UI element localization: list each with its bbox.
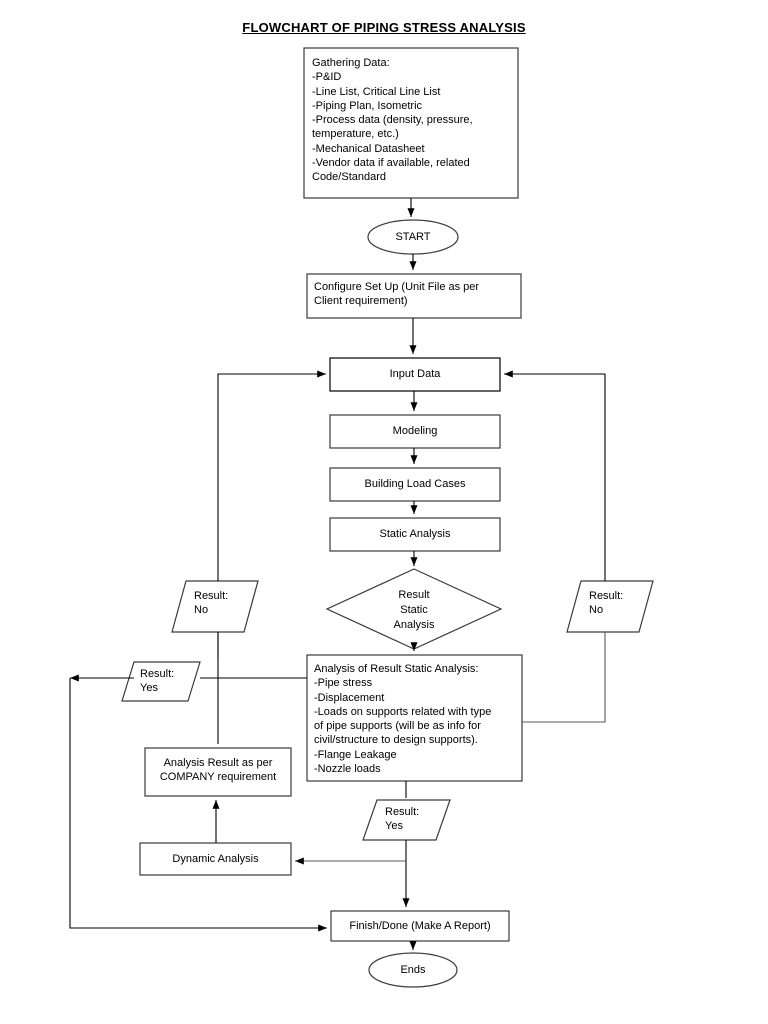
node-modeling	[329, 414, 501, 449]
node-gathering-data-label: Gathering Data: -P&ID -Line List, Critic…	[312, 57, 473, 184]
node-dynamic-analysis	[139, 842, 292, 876]
node-configure-setup-label: Configure Set Up (Unit File as per Clien…	[314, 281, 480, 308]
node-ends	[368, 952, 458, 988]
node-analysis-of-result	[306, 654, 523, 782]
node-result-no-left	[171, 580, 259, 633]
node-start-label: START	[395, 231, 431, 243]
node-decision-label-line3: Analysis	[393, 619, 435, 631]
edge-left-rail-down-to-finish	[69, 678, 327, 932]
node-input-data	[329, 357, 501, 392]
node-gathering-data	[303, 47, 519, 199]
node-result-no-left-label: Result: No	[194, 590, 229, 617]
edge-result-no-right-to-input-data	[503, 370, 606, 581]
node-dynamic-analysis-label: Dynamic Analysis	[172, 853, 259, 865]
node-static-analysis	[329, 517, 501, 552]
page-title: FLOWCHART OF PIPING STRESS ANALYSIS	[242, 20, 526, 35]
node-input-data-label: Input Data	[389, 368, 441, 380]
node-result-yes-bottom	[362, 799, 451, 841]
node-building-load-cases-label: Building Load Cases	[364, 478, 466, 490]
node-analysis-of-result-label: Analysis of Result Static Analysis: -Pip…	[314, 663, 492, 776]
node-analysis-result-company	[144, 747, 292, 797]
node-finish-done	[330, 910, 510, 942]
node-ends-label: Ends	[400, 964, 426, 976]
node-static-analysis-label: Static Analysis	[379, 528, 451, 540]
node-building-load-cases	[329, 467, 501, 502]
node-result-yes-bottom-label: Result: Yes	[385, 806, 420, 833]
node-result-yes-left	[121, 661, 201, 702]
node-decision-label-line2: Static	[400, 604, 428, 616]
node-configure-setup	[306, 273, 522, 319]
node-finish-done-label: Finish/Done (Make A Report)	[349, 920, 491, 932]
node-result-no-right	[566, 580, 654, 633]
edge-result-no-left-to-input-data	[217, 370, 326, 581]
node-modeling-label: Modeling	[392, 425, 438, 437]
node-result-no-right-label: Result: No	[589, 590, 624, 617]
node-decision-label-line1: Result	[398, 589, 430, 601]
node-analysis-result-company-label: Analysis Result as per COMPANY requireme…	[159, 757, 277, 784]
node-result-yes-left-label: Result: Yes	[140, 668, 175, 695]
edge-analysis-to-result-no-right	[522, 632, 606, 723]
